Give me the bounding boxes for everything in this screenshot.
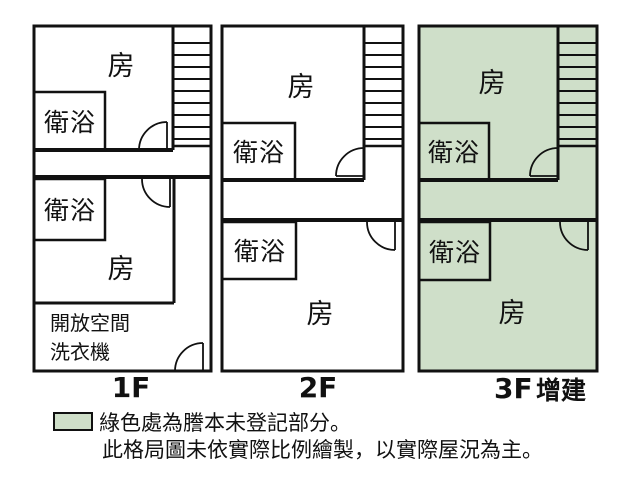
legend-green-swatch [53,412,93,431]
open-space-label: 開放空間 [50,311,130,335]
door-icon-1f-lower [141,178,171,208]
stairs-icon-2f [362,26,403,180]
floor-title-3f-suffix: 增建 [536,376,586,405]
green-area-3f [420,27,596,370]
door-icon-1f-entry [174,342,204,372]
room-label-2f-top: 房 [288,72,315,103]
floor-title-2f: 2F [299,371,338,404]
floor-panel-2f: 房 衛浴 衛浴 房 2F [220,24,405,404]
bathroom-box-1f-upper [32,90,107,152]
bath-label-2f-lower: 衛浴 [234,237,286,266]
bathroom-box-2f-lower [220,220,298,281]
bathroom-box-1f-lower [32,177,107,242]
floor-panel-3f: 房 衛浴 衛浴 房 3F 增建 [417,24,599,405]
room-label-1f-bottom: 房 [108,254,135,285]
bathroom-box-2f-upper [220,121,297,182]
bath-label-1f-lower: 衛浴 [44,196,96,225]
bath-label-3f-lower: 衛浴 [429,238,481,267]
washer-label: 洗衣機 [50,340,110,364]
door-icon-3f-lower [559,221,589,251]
bath-label-2f-upper: 衛浴 [233,138,285,167]
legend: 綠色處為謄本未登記部分。 此格局圖未依實際比例繪製，以實際屋況為主。 [53,411,543,462]
door-icon-2f-lower [366,221,396,251]
door-icon-2f-upper [335,147,365,177]
bath-label-1f-upper: 衛浴 [44,108,96,137]
floor-panel-1f: 房 衛浴 衛浴 房 開放空間 洗衣機 1F [32,24,213,404]
bathroom-box-3f-upper [417,121,491,182]
room-label-2f-bottom: 房 [307,299,334,330]
door-icon-1f-upper [138,121,168,151]
bath-label-3f-upper: 衛浴 [428,138,480,167]
outline-2f [220,24,405,373]
legend-note-2: 此格局圖未依實際比例繪製，以實際屋況為主。 [102,438,543,462]
bathroom-box-3f-lower [417,220,492,282]
outline-3f [417,24,599,373]
room-label-3f-top: 房 [479,68,506,99]
room-label-3f-bottom: 房 [499,298,526,329]
floor-title-1f: 1F [112,371,151,404]
room-label-1f-top: 房 [108,51,135,82]
legend-note-1: 綠色處為謄本未登記部分。 [99,411,351,435]
floor-title-3f: 3F [494,372,533,405]
stairs-icon-3f [556,26,597,180]
stairs-icon-1f [171,26,211,150]
door-icon-3f-upper [529,147,559,177]
